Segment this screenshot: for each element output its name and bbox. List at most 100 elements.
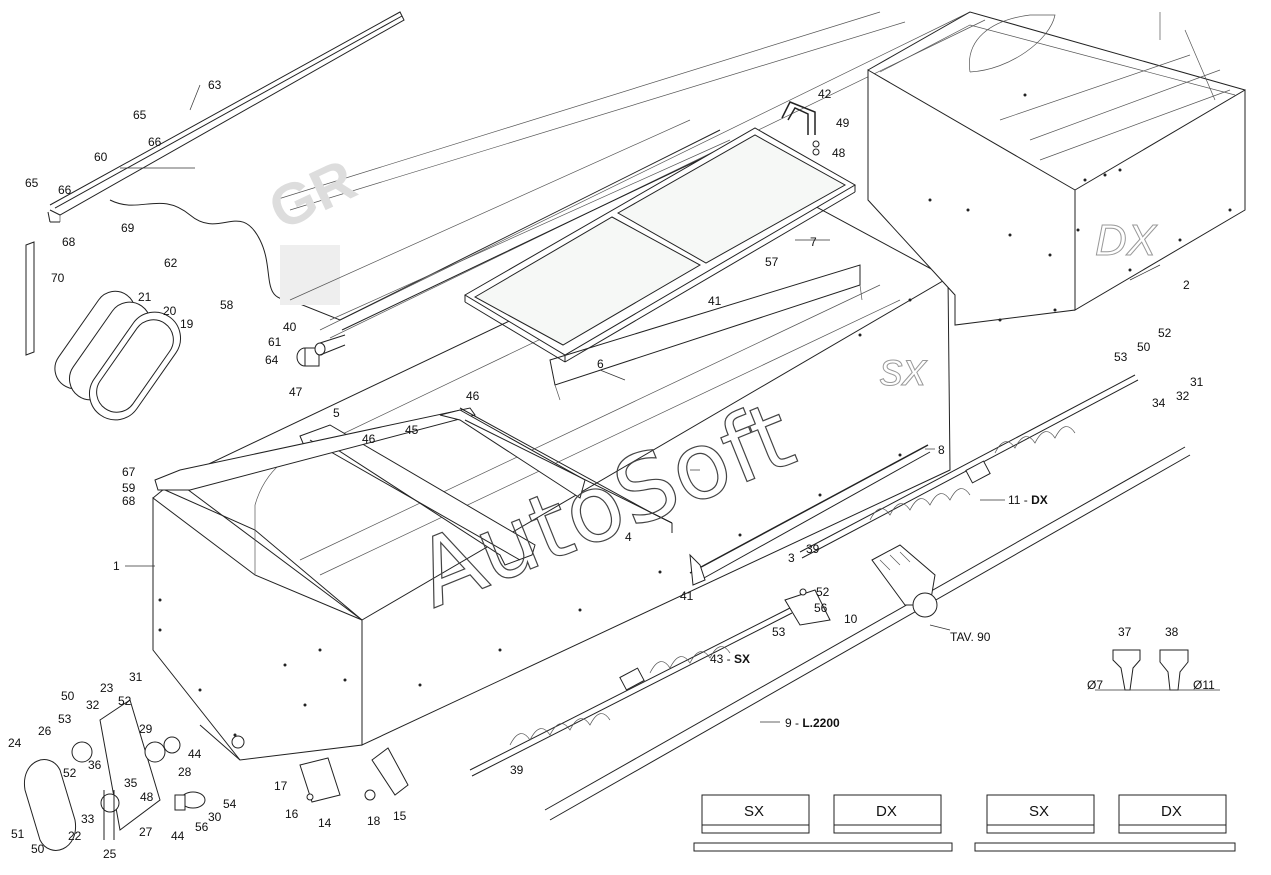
callout-26: 26 [38,724,52,738]
bar-41 [689,553,706,586]
callout-66b: 66 [58,183,72,197]
callout-10: 10 [844,612,858,626]
callout-47: 47 [289,385,303,399]
callout-52d: 52 [816,585,830,599]
callout-20: 20 [163,304,177,318]
deflector-plate [549,264,863,401]
callout-48a: 48 [140,790,154,804]
cross-frame [154,407,673,566]
callout-64: 64 [265,353,279,367]
bracket-10 [784,588,831,626]
callout-27: 27 [139,825,153,839]
rod-8 [689,444,931,584]
bush-profiles [1095,649,1220,691]
callout-38: 38 [1165,625,1179,639]
callout-44b: 44 [171,829,185,843]
callout-3: 3 [788,551,795,565]
callout-66a: 66 [148,135,162,149]
callout-19: 19 [180,317,194,331]
callout-37: 37 [1118,625,1132,639]
legend-dx-2: DX [1161,803,1182,820]
legend-dx-1: DX [876,803,897,820]
callout-50b: 50 [31,842,45,856]
callout-24: 24 [8,736,22,750]
callout-40: 40 [283,320,297,334]
callout-22: 22 [68,829,82,843]
callout-39a: 39 [806,542,820,556]
hopper-dx-mark: DX [1095,216,1158,265]
watermark-suffix: sx [880,343,928,395]
dimension-11: Ø11 [1193,678,1215,692]
callout-15: 15 [393,809,407,823]
callout-46b: 46 [466,389,480,403]
legend: SX DX SX DX [693,794,1236,852]
callout-numbers: 1 2 3 4 5 6 7 8 9 - L.2200 10 11 - DX 14… [8,78,1215,861]
callout-28: 28 [178,765,192,779]
leader-lines [120,84,1161,723]
callout-57: 57 [765,255,779,269]
callout-31a: 31 [129,670,143,684]
callout-56a: 56 [195,820,209,834]
callout-21: 21 [138,290,152,304]
callout-33: 33 [81,812,95,826]
callout-42: 42 [818,87,832,101]
callout-68b: 68 [122,494,136,508]
callout-41a: 41 [708,294,722,308]
cover-logo-text: GR [259,147,365,243]
strip-70 [25,241,35,356]
chain-drive [71,699,206,840]
callout-16: 16 [285,807,299,821]
callout-65b: 65 [25,176,39,190]
callout-53a: 53 [58,712,72,726]
callout-51: 51 [11,827,25,841]
callout-8: 8 [938,443,945,457]
callout-34: 34 [1152,396,1166,410]
callout-53b: 53 [1114,350,1128,364]
callout-46a: 46 [362,432,376,446]
glass-lid [464,127,856,363]
callout-39b: 39 [510,763,524,777]
callout-30: 30 [208,810,222,824]
callout-29: 29 [139,722,153,736]
callout-58: 58 [220,298,234,312]
gaskets [54,290,182,421]
callout-54: 54 [223,797,237,811]
callout-52b: 52 [63,766,77,780]
callout-63: 63 [208,78,222,92]
callout-52c: 52 [1158,326,1172,340]
gear-motor [871,544,938,618]
callout-69: 69 [121,221,135,235]
callout-35: 35 [124,776,138,790]
callout-61: 61 [268,335,282,349]
callout-1: 1 [113,559,120,573]
end-cover-24 [23,759,77,851]
callout-23: 23 [100,681,114,695]
hopper-holes [158,298,912,737]
callout-31b: 31 [1190,375,1204,389]
callout-2: 2 [1183,278,1190,292]
callout-32a: 32 [86,698,100,712]
callout-50a: 50 [61,689,75,703]
small-plates [299,747,409,803]
callout-44a: 44 [188,747,202,761]
callout-43: 43 - SX [710,652,750,666]
callout-9: 9 - L.2200 [785,716,840,730]
callout-36: 36 [88,758,102,772]
callout-70: 70 [51,271,65,285]
callout-68a: 68 [62,235,76,249]
auger-dx [799,374,1139,559]
callout-56b: 56 [814,601,828,615]
roller-end [296,334,346,367]
callout-11: 11 - DX [1008,493,1048,507]
callout-65a: 65 [133,108,147,122]
callout-25: 25 [103,847,117,861]
callout-32b: 32 [1176,389,1190,403]
dimension-7: Ø7 [1087,678,1103,692]
callout-52a: 52 [118,694,132,708]
long-shaft-9 [544,446,1191,821]
callout-59: 59 [122,481,136,495]
callout-49: 49 [836,116,850,130]
legend-sx-1: SX [744,803,764,820]
callout-50c: 50 [1137,340,1151,354]
